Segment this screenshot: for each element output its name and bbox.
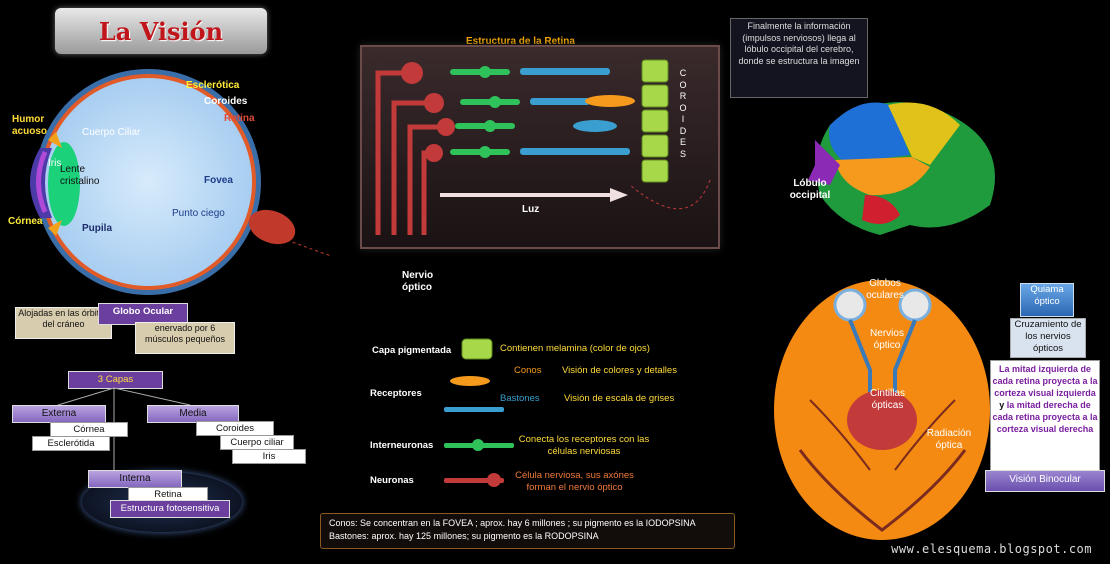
website-link[interactable]: www.elesquema.blogspot.com	[891, 542, 1092, 556]
legend-interneuronas: Interneuronas	[370, 440, 434, 451]
title-banner: La Visión	[55, 8, 267, 54]
label-radiacion: Radiación óptica	[926, 428, 972, 451]
brain-blue-lobe	[829, 102, 910, 163]
ciliary-shape	[48, 132, 62, 148]
box-quiama: Quiama óptico	[1020, 283, 1074, 317]
box-cornea: Córnea	[50, 422, 128, 437]
legend-icons	[444, 338, 514, 487]
eye-interior-shape	[44, 78, 252, 286]
legend-interneuronas-desc: Conecta los receptores con las células n…	[518, 434, 650, 457]
brain-orange-lobe	[835, 157, 930, 196]
brain-red-lobe	[862, 195, 900, 224]
radiation-path	[798, 449, 967, 532]
label-punto-ciego: Punto ciego	[172, 208, 225, 219]
rod-icon	[444, 407, 504, 412]
label-pupila: Pupila	[82, 223, 113, 234]
legend-neuronas-desc: Célula nerviosa, sus axónes forman el ne…	[515, 470, 634, 493]
retina-structure-title: Estructura de la Retina	[466, 36, 575, 47]
label-cuerpo-ciliar: Cuerpo Ciliar	[82, 127, 141, 138]
label-cintillas: Cintillas ópticas	[869, 388, 905, 411]
box-alojadas: Alojadas en las órbitas del cráneo	[15, 307, 112, 339]
brain-bottom-diagram	[774, 280, 990, 540]
info-line-bastones: Bastones: aprox. hay 125 millones; su pi…	[329, 531, 599, 541]
box-cuerpo-ciliar: Cuerpo ciliar	[220, 435, 294, 450]
lens-shape	[48, 142, 80, 226]
page-title: La Visión	[98, 16, 224, 46]
nerve-connector-line	[286, 239, 330, 257]
label-lobulo-occipital: Lóbulo occipital	[789, 178, 831, 201]
info-line-conos: Conos: Se concentran en la FOVEA ; aprox…	[329, 518, 696, 528]
box-estructura-fotosensitiva: Estructura fotosensitiva	[110, 500, 230, 518]
label-cornea: Córnea	[8, 216, 43, 227]
legend-bastones-desc: Visión de escala de grises	[564, 393, 675, 404]
label-globos: Globos oculares	[866, 278, 904, 301]
eye-diagram	[30, 69, 330, 295]
brain-occipital-lobe	[808, 140, 840, 185]
box-esclerotida: Esclerótida	[32, 436, 110, 451]
brain-connector-line	[630, 179, 711, 210]
legend-capa-desc: Contienen melamina (color de ojos)	[500, 343, 650, 354]
label-nervio-optico: Nervio óptico	[402, 270, 434, 293]
box-iris: Iris	[232, 449, 306, 464]
legend-bastones: Bastones	[500, 393, 540, 404]
legend-neuronas: Neuronas	[370, 475, 414, 486]
label-retina: Retina	[224, 113, 255, 124]
ciliary-lower-shape	[48, 220, 62, 236]
box-vision-binocular: Visión Binocular	[985, 470, 1105, 492]
info-bar: Conos: Se concentran en la FOVEA ; aprox…	[320, 513, 735, 549]
optic-nerve-shape	[248, 209, 296, 245]
box-interna: Interna	[88, 470, 182, 488]
label-luz: Luz	[522, 204, 540, 215]
cone-icon	[450, 376, 490, 386]
iris-shape	[36, 151, 48, 213]
label-fovea: Fovea	[204, 175, 233, 186]
note-box: Finalmente la información (impulsos nerv…	[730, 18, 868, 98]
label-iris: Iris	[48, 158, 62, 169]
optic-nerves-path	[848, 319, 917, 400]
legend-capa-pigmentada: Capa pigmentada	[372, 345, 452, 356]
pigment-icon	[461, 338, 493, 360]
box-media: Media	[147, 405, 239, 423]
box-enervado: enervado por 6 músculos pequeños	[135, 322, 235, 354]
box-cruzamiento: Cruzamiento de los nervios ópticos	[1010, 318, 1086, 358]
label-nervios: Nervios óptico	[870, 328, 904, 351]
box-binocular-desc: La mitad izquierda de cada retina proyec…	[990, 360, 1100, 472]
legend-receptores: Receptores	[370, 388, 422, 399]
legend-conos: Conos	[514, 365, 542, 376]
retina-structure-drawing	[375, 59, 669, 235]
brain-diagram	[630, 102, 995, 235]
box-externa: Externa	[12, 405, 106, 423]
cintillas-body	[847, 390, 917, 450]
label-humor-acuoso: Humor acuoso	[12, 114, 48, 137]
box-coroides: Coroides	[196, 421, 274, 436]
label-lente: Lente cristalino	[60, 164, 100, 187]
label-esclerotica: Esclerótica	[186, 80, 240, 91]
brain-yellow-lobe	[888, 102, 960, 165]
legend-conos-desc: Visión de colores y detalles	[562, 365, 677, 376]
label-coroides: Coroides	[204, 96, 248, 107]
